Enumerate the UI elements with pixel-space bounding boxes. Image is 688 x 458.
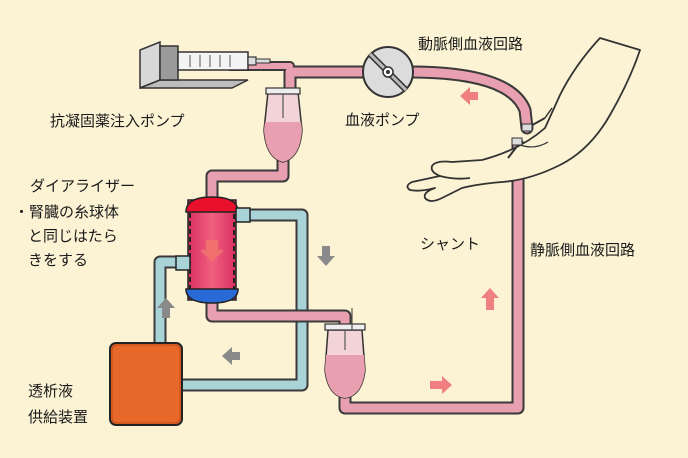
arrow-down — [317, 246, 335, 266]
dialyzer-desc-line-2: と同じはたら — [28, 227, 118, 245]
blood-flow-arrows — [430, 87, 499, 394]
arrow-up-left — [157, 298, 175, 318]
roller-pump-icon — [362, 46, 414, 98]
dialyzer-icon — [175, 196, 251, 304]
dialysate-flow-arrows — [157, 246, 335, 365]
needle-icons — [507, 107, 553, 159]
arterial-circuit-label: 動脈側血液回路 — [418, 35, 524, 53]
arm-icon — [406, 37, 641, 202]
venous-drip-chamber-icon — [324, 308, 366, 399]
blood-pump-label: 血液ポンプ — [345, 111, 420, 129]
supply-unit-icon — [109, 342, 183, 426]
arrow-left-top — [460, 87, 478, 105]
arrow-left-bottom — [222, 347, 240, 365]
shunt-label: シャント — [420, 235, 481, 253]
dialyzer-desc-line-3: きをする — [28, 251, 89, 269]
anticoagulant-pump-label: 抗凝固薬注入ポンプ — [50, 112, 185, 130]
syringe-pump-icon — [139, 40, 271, 90]
arrow-up-right — [481, 288, 499, 310]
supply-unit-label-line-2: 供給装置 — [28, 408, 89, 426]
arterial-drip-chamber-icon — [263, 87, 303, 163]
dialyzer-desc-line-1: ・腎臓の糸球体 — [14, 203, 120, 221]
supply-unit-label-line-1: 透析液 — [28, 382, 74, 400]
venous-circuit-label: 静脈側血液回路 — [530, 241, 636, 259]
dialyzer-title: ダイアライザー — [30, 177, 136, 195]
arrow-right-bottom — [430, 376, 452, 394]
